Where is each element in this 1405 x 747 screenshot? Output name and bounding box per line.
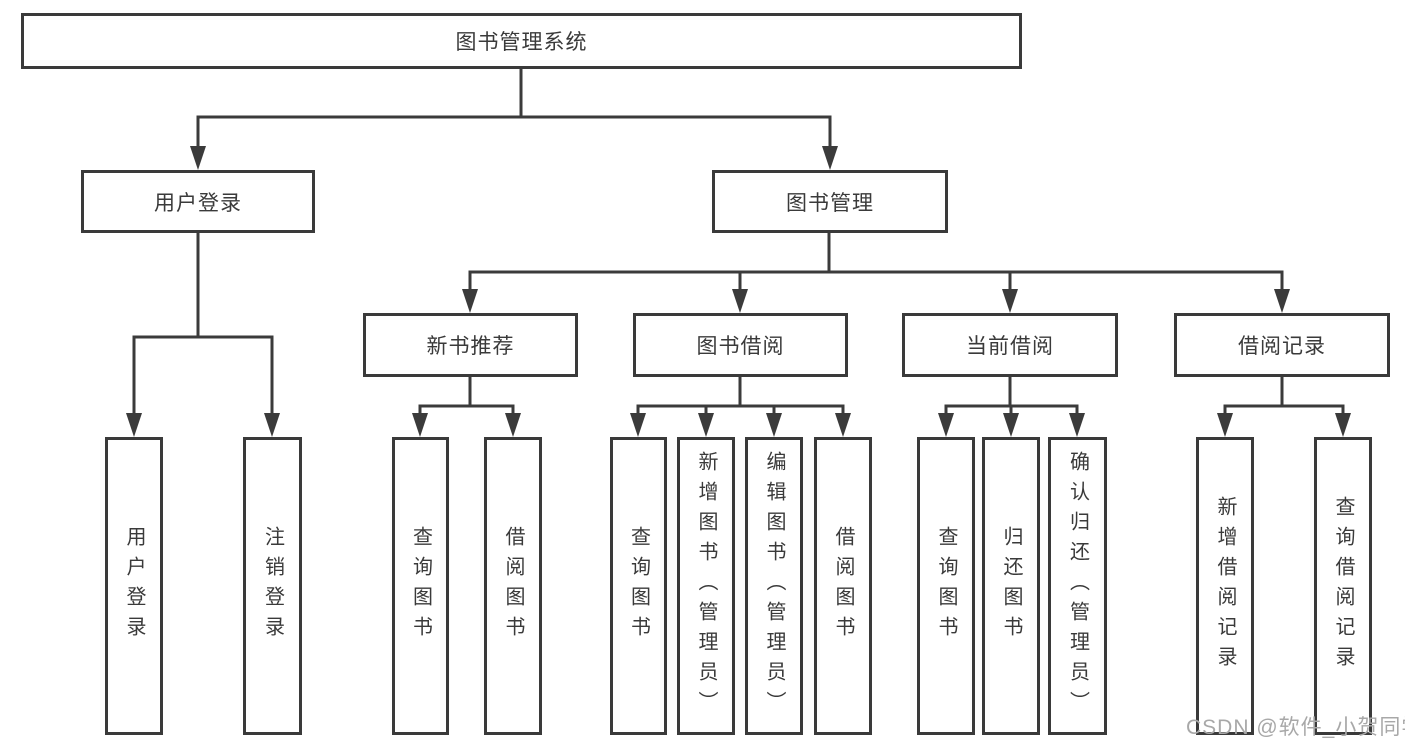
leaf-query-books-current: 查询图书: [917, 437, 975, 735]
leaf-borrow-books-recommend: 借阅图书: [484, 437, 542, 735]
node-label: 注销登录: [261, 526, 284, 646]
node-current-borrow: 当前借阅: [902, 313, 1118, 377]
node-label: 编辑图书（管理员）: [763, 451, 785, 721]
leaf-add-books-admin: 新增图书（管理员）: [677, 437, 735, 735]
node-label: 用户登录: [123, 526, 145, 646]
node-label: 归还图书: [1000, 526, 1022, 646]
node-borrow-records: 借阅记录: [1174, 313, 1390, 377]
leaf-confirm-return-admin: 确认归还（管理员）: [1048, 437, 1107, 735]
node-label: 新增借阅记录: [1214, 496, 1236, 676]
node-label: 查询借阅记录: [1332, 496, 1354, 676]
node-label: 查询图书: [935, 526, 957, 646]
node-label: 确认归还（管理员）: [1066, 451, 1089, 721]
node-label: 当前借阅: [966, 335, 1054, 358]
node-book-borrow: 图书借阅: [633, 313, 848, 377]
node-label: 新增图书（管理员）: [695, 451, 717, 721]
leaf-add-borrow-record: 新增借阅记录: [1196, 437, 1254, 735]
node-label: 新书推荐: [426, 335, 515, 358]
node-book-management-branch: 图书管理: [712, 170, 948, 233]
node-label: 用户登录: [154, 191, 242, 215]
leaf-query-books-borrow: 查询图书: [610, 437, 667, 735]
leaf-edit-books-admin: 编辑图书（管理员）: [745, 437, 803, 735]
node-label: 查询图书: [627, 526, 650, 646]
leaf-user-login: 用户登录: [105, 437, 163, 735]
watermark-text: CSDN @软件_小贺同学: [1186, 716, 1405, 739]
node-label: 图书管理系统: [455, 31, 588, 54]
leaf-query-borrow-record: 查询借阅记录: [1314, 437, 1372, 735]
arrowheads: [126, 146, 1351, 437]
node-label: 查询图书: [409, 526, 432, 646]
leaf-return-books: 归还图书: [982, 437, 1040, 735]
node-label: 借阅图书: [832, 526, 854, 646]
node-label: 借阅记录: [1238, 335, 1326, 358]
leaf-borrow-books: 借阅图书: [814, 437, 872, 735]
node-label: 图书借阅: [696, 335, 785, 358]
node-library-management-system: 图书管理系统: [21, 13, 1022, 69]
node-user-login-branch: 用户登录: [81, 170, 315, 233]
leaf-query-books-recommend: 查询图书: [392, 437, 449, 735]
node-label: 图书管理: [786, 191, 874, 215]
node-label: 借阅图书: [502, 526, 524, 646]
node-new-book-recommend: 新书推荐: [363, 313, 578, 377]
leaf-logout: 注销登录: [243, 437, 302, 735]
